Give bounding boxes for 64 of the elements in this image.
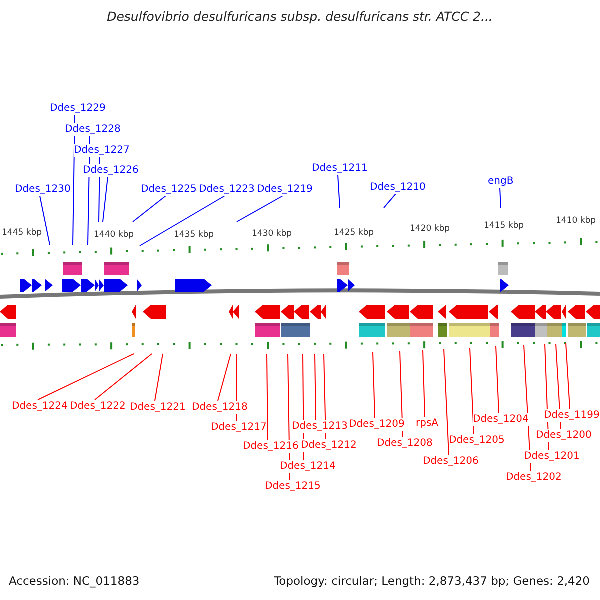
leader-line	[384, 194, 396, 208]
leader-line	[324, 354, 326, 440]
leader-line	[314, 354, 316, 420]
gene-label: Ddes_1217	[211, 421, 267, 434]
scale-label: 1435 kbp	[174, 230, 214, 240]
leader-line	[218, 354, 232, 402]
gene-label: Ddes_1201	[524, 450, 580, 463]
gene-label: Ddes_1222	[70, 400, 126, 413]
accession-text: Accession: NC_011883	[9, 575, 140, 588]
gene-label: Ddes_1208	[377, 437, 433, 450]
gene-label: Ddes_1210	[370, 181, 426, 194]
leader-line	[266, 354, 268, 440]
scale-label: 1415 kbp	[484, 221, 524, 231]
gene-label: Ddes_1228	[65, 123, 121, 136]
gene-label: Ddes_1219	[257, 183, 313, 196]
gene-label: Ddes_1229	[50, 102, 106, 115]
gene-label: rpsA	[416, 417, 439, 430]
leader-line	[496, 346, 500, 414]
gene-label: Ddes_1205	[449, 434, 505, 447]
scale-label: 1425 kbp	[334, 228, 374, 238]
leader-line	[372, 352, 376, 418]
gene-label: Ddes_1216	[243, 440, 299, 453]
scale-label: 1420 kbp	[410, 224, 450, 234]
leader-line	[102, 176, 108, 222]
leader-line	[338, 174, 340, 208]
leader-line	[132, 196, 166, 222]
title: Desulfovibrio desulfuricans subsp. desulfuricans str. ATCC 2...	[107, 10, 493, 23]
gene-label: Ddes_1202	[506, 471, 562, 484]
gene-label: Ddes_1204	[473, 413, 529, 426]
leader-line	[38, 354, 134, 400]
gene-label: Ddes_1206	[423, 455, 479, 468]
leader-line	[444, 348, 450, 456]
gene-label: Ddes_1227	[74, 144, 130, 157]
leader-line	[500, 188, 502, 208]
gene-label: Ddes_1225	[141, 183, 197, 196]
gene-label: Ddes_1223	[199, 183, 255, 196]
gene-label: Ddes_1214	[280, 460, 336, 473]
gene-label: Ddes_1226	[83, 164, 139, 177]
gene-label: engB	[488, 175, 514, 188]
gene-label: Ddes_1200	[536, 429, 592, 442]
leader-line	[140, 196, 226, 246]
leader-line	[154, 354, 164, 402]
scale-label: 1430 kbp	[252, 229, 292, 239]
gene-label: Ddes_1215	[265, 480, 321, 493]
gene-label: Ddes_1224	[12, 400, 68, 413]
scale-label: 1445 kbp	[2, 228, 42, 238]
summary-text: Topology: circular; Length: 2,873,437 bp; Genes: 2,420	[274, 575, 590, 588]
gene-label: Ddes_1218	[192, 401, 248, 414]
gene-label: Ddes_1212	[301, 439, 357, 452]
gene-label: Ddes_1221	[130, 401, 186, 414]
gene-label: Ddes_1209	[349, 418, 405, 431]
scale-label: 1410 kbp	[556, 216, 596, 226]
leader-line	[40, 196, 50, 246]
gene-label: Ddes_1230	[15, 183, 71, 196]
leader-line	[566, 342, 570, 410]
scale-label: 1440 kbp	[94, 230, 134, 240]
leader-line	[94, 354, 152, 400]
gene-label: Ddes_1213	[292, 420, 348, 433]
leader-line	[470, 348, 474, 434]
leader-line	[236, 196, 284, 222]
gene-label: Ddes_1211	[312, 162, 368, 175]
gene-label: Ddes_1199	[544, 409, 600, 422]
leader-line	[400, 350, 404, 438]
leader-line	[422, 350, 426, 418]
